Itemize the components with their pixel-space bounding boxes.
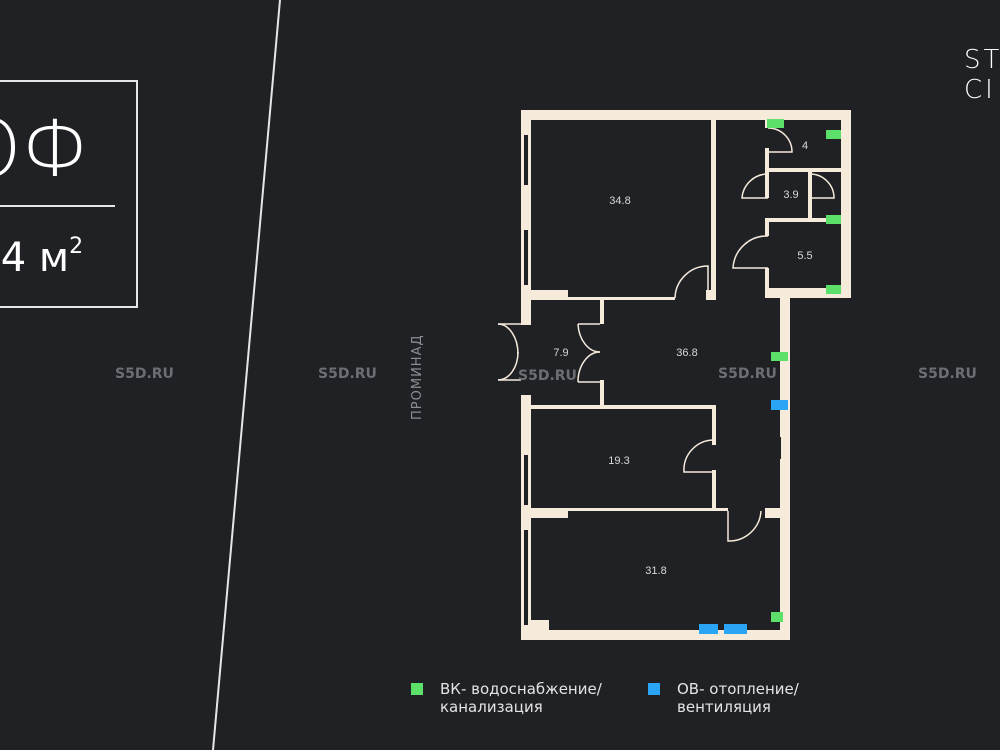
legend-water-swatch	[411, 683, 423, 695]
room-area-label: 5.5	[797, 250, 812, 262]
brand-line-1: ST	[964, 45, 1000, 75]
room-area-label: 4	[802, 140, 808, 152]
brand-logo: ST CI	[964, 45, 1000, 105]
legend-water-line1: ВК- водоснабжение/	[440, 680, 602, 698]
area-value: .4 м	[0, 235, 70, 281]
room-area-label: 36.8	[676, 347, 697, 359]
legend-water: ВК- водоснабжение/ канализация	[440, 680, 602, 716]
room-area-label: 34.8	[609, 195, 630, 207]
room-area-label: 7.9	[553, 347, 568, 359]
door-arcs	[497, 127, 835, 542]
watermark: S5D.RU	[718, 366, 777, 382]
watermark: S5D.RU	[518, 368, 577, 384]
legend-heating-swatch	[648, 683, 660, 695]
room-area-label: 19.3	[608, 455, 629, 467]
walls	[521, 110, 851, 640]
info-divider	[0, 205, 115, 207]
area-unit-sup: 2	[69, 234, 84, 259]
legend-water-line2: канализация	[440, 698, 543, 716]
windows	[524, 135, 781, 625]
info-box	[0, 80, 138, 308]
legend-heating-line1: ОВ- отопление/	[677, 680, 799, 698]
watermark: S5D.RU	[918, 366, 977, 382]
total-area: .4 м2	[0, 222, 83, 283]
heating-markers	[699, 400, 788, 634]
room-area-label: 3.9	[783, 189, 798, 201]
property-type: ОФ	[0, 105, 89, 195]
water-markers	[767, 119, 841, 622]
watermark: S5D.RU	[318, 366, 377, 382]
legend-heating: ОВ- отопление/ вентиляция	[677, 680, 799, 716]
watermark: S5D.RU	[115, 366, 174, 382]
room-area-label: 31.8	[645, 565, 666, 577]
legend-heating-line2: вентиляция	[677, 698, 771, 716]
brand-line-2: CI	[964, 75, 996, 105]
